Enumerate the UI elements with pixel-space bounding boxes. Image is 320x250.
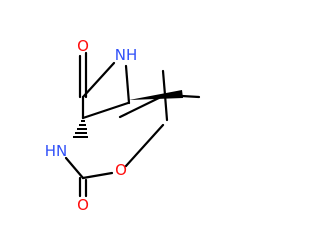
molecule-structure-diagram: O NH HN O O bbox=[45, 37, 201, 214]
bond-tbu-methyl-left bbox=[118, 93, 167, 119]
bond-carbamate-oester bbox=[81, 171, 114, 180]
atom-hn-amide: HN bbox=[45, 142, 68, 160]
bond-ring-right bbox=[124, 64, 131, 105]
atom-labels: O NH HN O O bbox=[45, 37, 138, 214]
bond-oester-tbu bbox=[124, 123, 165, 168]
bond-wedge-tbu bbox=[129, 90, 183, 100]
atom-nh-ring: NH bbox=[115, 46, 138, 64]
atom-o-carbamate: O bbox=[77, 196, 89, 214]
atom-o-ester: O bbox=[115, 161, 127, 179]
bond-hashed-c3-nhamide bbox=[73, 120, 88, 138]
bond-carbonyl-nh bbox=[81, 61, 116, 99]
bond-tbu-methyl-down bbox=[163, 93, 169, 122]
bond-tbu-methyl-up bbox=[161, 69, 167, 97]
bonds bbox=[64, 51, 201, 198]
bond-ring-bottom bbox=[81, 101, 130, 120]
atom-o-carbonyl: O bbox=[77, 37, 89, 55]
bond-tbu-methyl-right bbox=[163, 93, 201, 99]
bond-nh-carbamate bbox=[64, 156, 85, 180]
